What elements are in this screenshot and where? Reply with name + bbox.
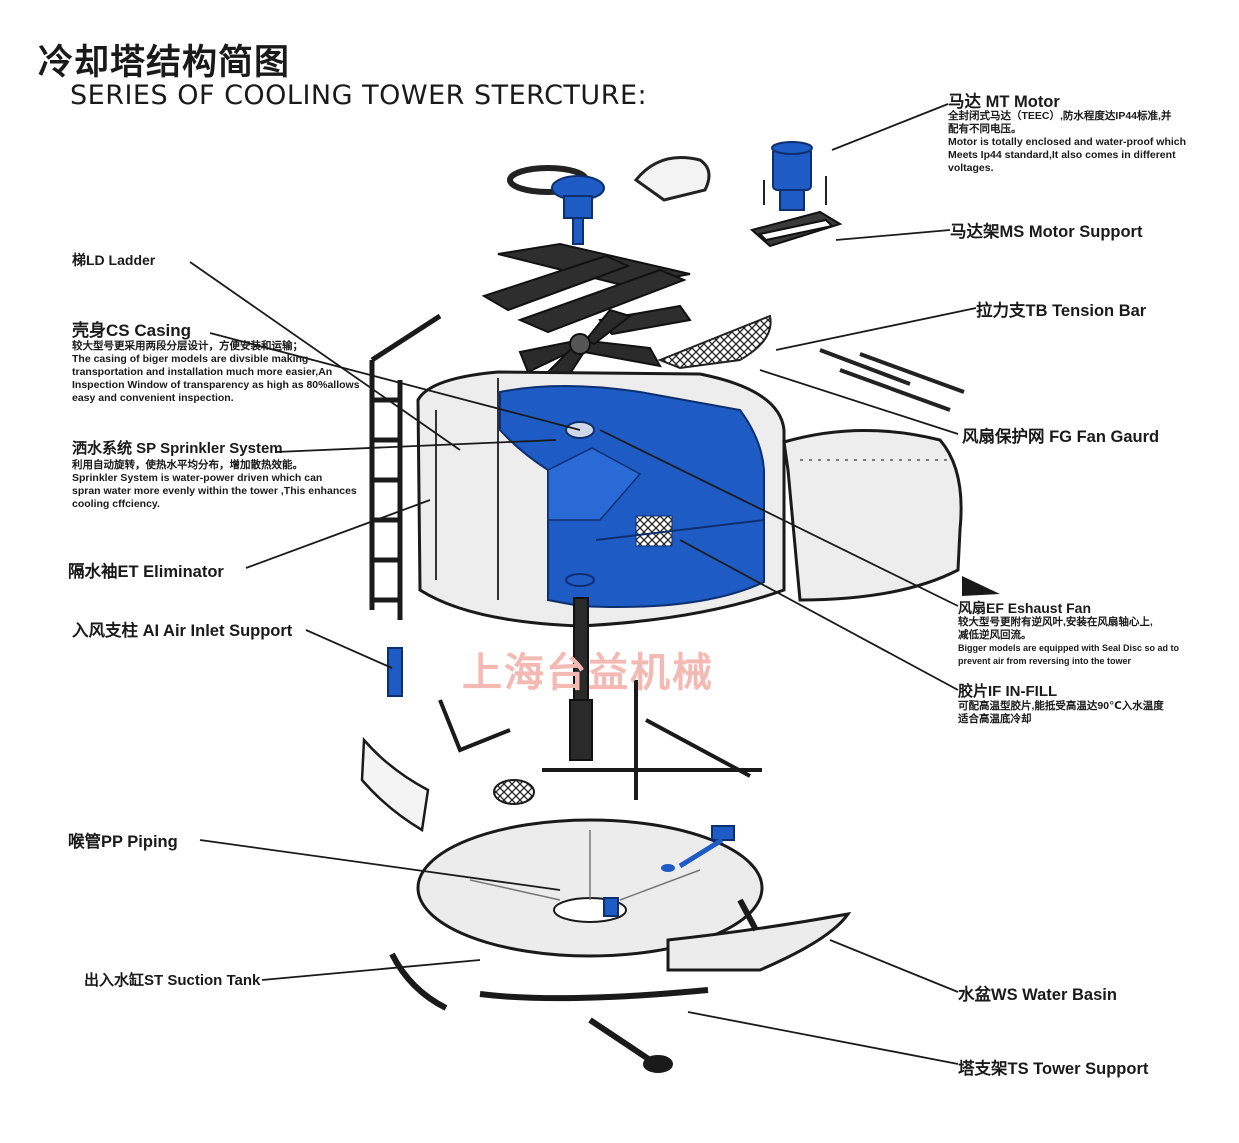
cross-frame-part	[481, 242, 692, 336]
label-motor: 马达 MT Motor	[948, 93, 1060, 111]
desc-sprinkler: 利用自动旋转，使热水平均分布，增加散热效能。 Sprinkler System …	[72, 459, 357, 510]
label-air-inlet: 入风支柱 AI Air Inlet Support	[72, 622, 293, 640]
label-exhaust-fan: 风扇EF Eshaust Fan	[958, 600, 1092, 616]
desc-infill: 可配高温型胶片,能抵受高温达90℃入水温度 适合高温底冷却	[958, 700, 1164, 725]
label-tower-support: 塔支架TS Tower Support	[958, 1060, 1149, 1078]
ladder-part	[369, 313, 442, 620]
tower-support-part	[389, 898, 759, 1073]
fan-hub-cap-part	[633, 156, 711, 202]
tower-casing-part	[416, 370, 786, 628]
left-grille-part	[360, 736, 430, 833]
label-water-basin: 水盆WS Water Basin	[958, 986, 1117, 1004]
label-sprinkler: 洒水系统 SP Sprinkler System	[72, 440, 283, 457]
label-infill: 胶片IF IN-FILL	[958, 683, 1058, 700]
label-fan-guard: 风扇保护网 FG Fan Gaurd	[962, 428, 1160, 446]
label-ladder: 梯LD Ladder	[72, 252, 156, 268]
center-piping-part	[565, 573, 595, 761]
motor-part	[763, 141, 827, 211]
casing-panel-right-part	[782, 428, 963, 602]
base-frame-part	[438, 680, 762, 800]
strainer-disc-part	[493, 779, 535, 805]
label-suction-tank: 出入水缸ST Suction Tank	[84, 972, 261, 989]
watermark-text: 上海台益机械	[462, 650, 714, 696]
sprinkler-head-part	[507, 165, 605, 245]
water-basin-part	[416, 818, 852, 972]
desc-motor: 全封闭式马达（TEEC）,防水程度达IP44标准,并 配有不同电压。 Motor…	[948, 110, 1187, 174]
desc-exhaust-fan: 较大型号更附有逆风叶,安装在风扇轴心上, 减低逆风回流。 Bigger mode…	[958, 616, 1180, 666]
page-title-en: SERIES OF COOLING TOWER STERCTURE:	[70, 80, 648, 111]
fan-guard-part	[657, 314, 772, 370]
label-casing: 壳身CS Casing	[72, 321, 192, 340]
tension-bar-part	[819, 348, 965, 412]
label-piping: 喉管PP Piping	[68, 833, 178, 851]
seal-disc-part	[962, 576, 1000, 596]
motor-support-part	[749, 210, 843, 248]
leader-lines	[189, 103, 977, 1065]
desc-casing: 较大型号更采用两段分层设计，方便安装和运输； The casing of big…	[72, 340, 360, 404]
air-inlet-support-part	[387, 647, 403, 697]
label-motor-support: 马达架MS Motor Support	[950, 223, 1143, 241]
label-eliminator: 隔水袖ET Eliminator	[68, 563, 224, 581]
label-tension-bar: 拉力支TB Tension Bar	[976, 302, 1147, 320]
page-title-cn: 冷却塔结构简图	[38, 43, 291, 82]
